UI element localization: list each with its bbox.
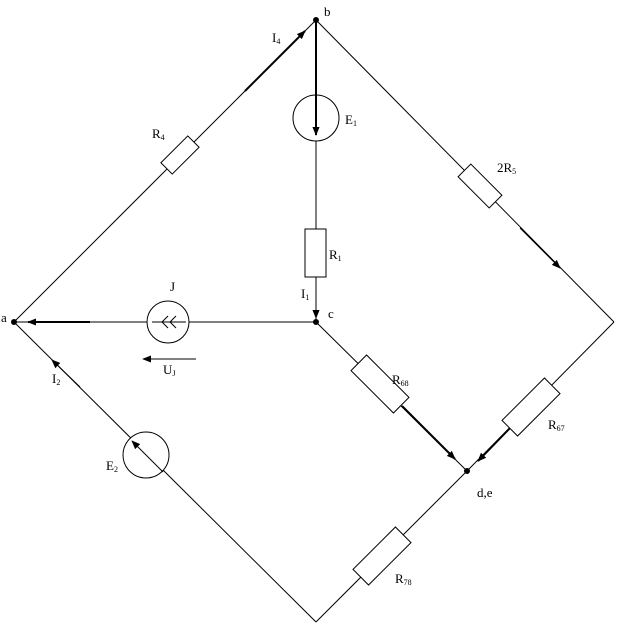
node-label-c: c [328,306,334,321]
label-i1: I1 [301,286,309,302]
label-r5: 2R5 [497,160,516,176]
label-i4: I4 [272,30,280,46]
node-label-a: a [1,310,7,325]
node-c [313,319,319,325]
arrow-i4 [244,30,306,92]
arrow-r5 [519,227,561,269]
voltage-source-e1 [292,94,340,142]
arrow-r68 [401,405,456,460]
label-i2: I2 [52,371,60,387]
label-j: J [170,279,175,294]
label-uj: UJ [163,362,176,378]
arrow-i2 [51,359,81,388]
current-source-j [146,300,190,344]
resistor-r4 [160,135,200,175]
node-label-b: b [324,4,331,19]
resistor-r1 [304,228,327,278]
label-r1: R1 [329,247,342,263]
node-b [313,17,319,23]
resistor-r5 [457,163,503,209]
label-r67: R67 [548,417,565,433]
label-e2: E2 [106,458,118,474]
node-label-de: d,e [477,485,493,500]
node-a [11,319,17,325]
node-de [464,468,470,474]
arrow-r67 [477,427,511,462]
label-r4: R4 [152,126,165,142]
label-e1: E1 [345,112,357,128]
resistor-r78 [352,526,412,586]
resistor-r67 [501,377,561,437]
voltage-source-e2 [122,431,170,479]
label-r78: R78 [395,571,412,587]
resistor-r68 [350,354,410,414]
label-r68: R68 [392,372,409,388]
